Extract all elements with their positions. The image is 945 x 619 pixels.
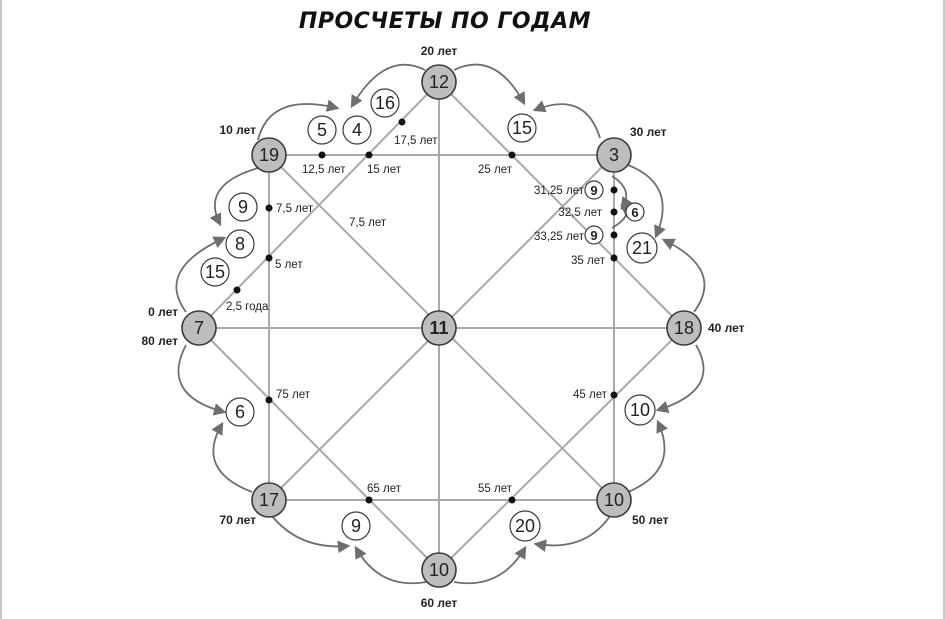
label-40-years: 40 лет <box>708 321 745 335</box>
svg-text:5: 5 <box>317 120 327 140</box>
label-70-years: 70 лет <box>219 513 256 527</box>
svg-text:21: 21 <box>632 238 652 258</box>
svg-text:6: 6 <box>235 402 245 422</box>
svg-text:8: 8 <box>235 234 245 254</box>
label-20-years: 20 лет <box>421 44 458 58</box>
sub-node-21: 21 <box>626 232 658 264</box>
transition-arrows <box>175 63 706 585</box>
sub-node-15-left: 15 <box>200 257 230 287</box>
point-labels: 12,5 лет 15 лет 17,5 лет 25 лет 7,5 лет … <box>226 135 608 495</box>
label-55: 55 лет <box>478 483 513 495</box>
label-75: 75 лет <box>276 389 311 401</box>
svg-text:9: 9 <box>238 197 248 217</box>
svg-text:9: 9 <box>351 516 361 536</box>
node-10: 19 <box>251 137 287 173</box>
label-65: 65 лет <box>367 483 402 495</box>
label-17-5: 17,5 лет <box>394 135 438 147</box>
svg-text:9: 9 <box>590 228 597 243</box>
age-points <box>233 118 618 504</box>
node-40: 18 <box>666 310 702 346</box>
sub-node-6-left: 6 <box>225 397 255 427</box>
node-70-value: 17 <box>259 490 279 510</box>
node-10-value: 19 <box>259 145 279 165</box>
sub-node-15-top: 15 <box>507 113 537 143</box>
label-10-years: 10 лет <box>219 123 256 137</box>
sub-node-9-left: 9 <box>228 192 258 222</box>
label-25: 25 лет <box>478 164 513 176</box>
node-20-value: 12 <box>429 72 449 92</box>
sub-node-9-a: 9 <box>584 180 604 200</box>
age-labels: 0 лет 80 лет 10 лет 20 лет 30 лет 40 лет… <box>141 44 744 610</box>
node-60-value: 10 <box>429 560 449 580</box>
sub-node-4: 4 <box>342 115 372 145</box>
node-40-value: 18 <box>674 318 694 338</box>
label-31-25: 31,25 лет <box>534 185 585 197</box>
label-33-25: 33,25 лет <box>534 231 585 243</box>
sub-node-5: 5 <box>307 115 337 145</box>
node-0: 7 <box>181 310 217 346</box>
diagram-title: ПРОСЧЕТЫ ПО ГОДАМ <box>299 9 591 34</box>
node-50-value: 10 <box>604 490 624 510</box>
sub-node-8: 8 <box>225 229 255 259</box>
sub-node-9-c: 9 <box>584 225 604 245</box>
sub-node-10-right: 10 <box>624 394 656 426</box>
node-center-value: 11 <box>429 318 448 338</box>
main-nodes: 7 19 12 3 18 10 10 17 <box>181 64 702 588</box>
label-32-5: 32,5 лет <box>558 207 602 219</box>
sub-node-9-bottom: 9 <box>341 511 371 541</box>
sub-node-20: 20 <box>509 510 541 542</box>
svg-text:10: 10 <box>630 400 650 420</box>
node-30: 3 <box>596 137 632 173</box>
label-12-5: 12,5 лет <box>302 164 346 176</box>
label-80-years: 80 лет <box>141 334 178 348</box>
svg-text:6: 6 <box>631 205 638 220</box>
node-center: 11 <box>421 310 457 346</box>
label-35: 35 лет <box>571 255 606 267</box>
label-7-5-b: 7,5 лет <box>349 217 387 229</box>
node-0-value: 7 <box>194 318 204 338</box>
label-7-5-a: 7,5 лет <box>276 203 314 215</box>
label-50-years: 50 лет <box>632 513 669 527</box>
node-20: 12 <box>421 64 457 100</box>
sub-node-16: 16 <box>370 88 400 118</box>
sub-node-6-right: 6 <box>625 202 645 222</box>
label-2-5: 2,5 года <box>226 301 269 313</box>
label-60-years: 60 лет <box>421 596 458 610</box>
svg-text:15: 15 <box>205 262 225 282</box>
node-60: 10 <box>421 552 457 588</box>
svg-text:15: 15 <box>512 118 532 138</box>
node-30-value: 3 <box>609 145 619 165</box>
label-0-years: 0 лет <box>148 305 178 319</box>
node-70: 17 <box>251 482 287 518</box>
label-15: 15 лет <box>367 164 402 176</box>
label-30-years: 30 лет <box>630 125 667 139</box>
svg-text:16: 16 <box>375 93 395 113</box>
label-5: 5 лет <box>275 259 303 271</box>
label-45: 45 лет <box>573 389 608 401</box>
node-50: 10 <box>596 482 632 518</box>
svg-text:4: 4 <box>352 120 362 140</box>
sub-nodes: 16 5 4 15 9 8 15 21 6 10 9 20 9 6 9 <box>200 88 658 542</box>
svg-text:9: 9 <box>590 183 597 198</box>
svg-text:20: 20 <box>515 516 535 536</box>
